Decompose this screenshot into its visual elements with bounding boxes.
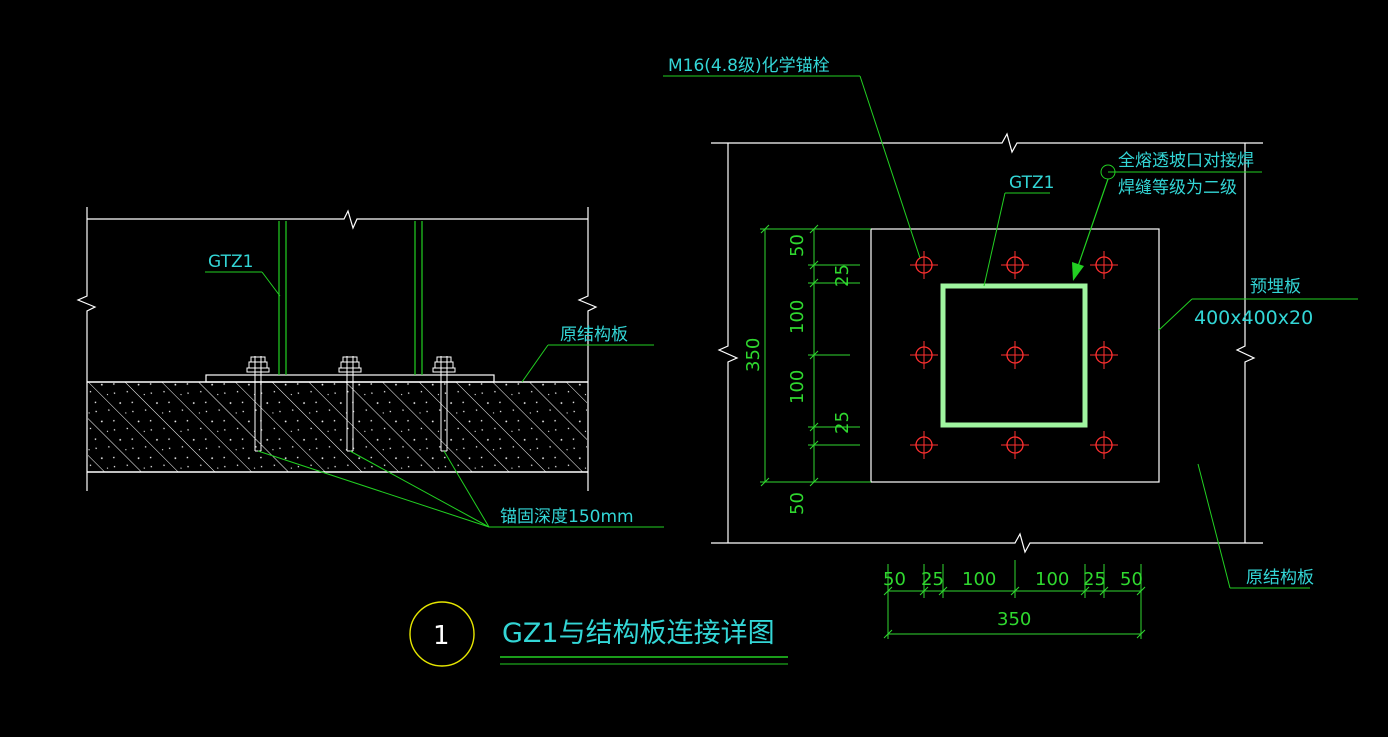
- horizontal-dimensions: [883, 560, 1146, 639]
- bolt-hole: [915, 436, 933, 454]
- title-number: 1: [433, 621, 450, 651]
- bolt-hole: [1095, 436, 1113, 454]
- vdim-50-bottom: 50: [787, 492, 808, 515]
- vdim-25-top: 25: [832, 264, 853, 287]
- hdim-100-left: 100: [962, 569, 996, 590]
- hdim-100-right: 100: [1035, 569, 1069, 590]
- gtz1-leader-plan: [983, 192, 1050, 287]
- plan-right-break: [1235, 143, 1256, 543]
- anchor-bolt-label: M16(4.8级)化学锚栓: [668, 56, 830, 76]
- slab-leader-section: [521, 344, 654, 383]
- bolt-hole: [1006, 436, 1024, 454]
- bolt-hole: [1095, 346, 1113, 364]
- right-break-line: [577, 207, 598, 491]
- gtz1-label-section: GTZ1: [208, 252, 253, 272]
- vertical-dimensions: [760, 224, 871, 487]
- plan-bottom-break: [711, 532, 1263, 554]
- slab-label-section: 原结构板: [560, 325, 628, 345]
- anchor-bolt-leader: [663, 75, 921, 259]
- hdim-50-right: 50: [1120, 569, 1143, 590]
- bolt-holes: [915, 256, 1113, 454]
- gtz1-label-plan: GTZ1: [1009, 173, 1054, 193]
- plate-leader: [1158, 298, 1358, 331]
- gtz1-leader-section: [205, 271, 281, 297]
- bolt-hole: [1006, 256, 1024, 274]
- anchor-depth-label: 锚固深度150mm: [500, 507, 634, 527]
- plate-size-label: 400x400x20: [1194, 307, 1313, 329]
- weld-leader: [1072, 164, 1262, 281]
- hdim-50-left: 50: [883, 569, 906, 590]
- column-gtz1-section: [278, 221, 423, 375]
- vdim-100-bottom: 100: [787, 370, 808, 404]
- plan-view: M16(4.8级)化学锚栓 GTZ1 全熔透坡口对接焊 焊缝等级为二级 预埋板 …: [663, 56, 1358, 639]
- anchor-bolt-1: [246, 356, 270, 452]
- hdim-25-left: 25: [921, 569, 944, 590]
- hdim-total: 350: [997, 609, 1031, 630]
- bolt-hole: [1006, 346, 1024, 364]
- anchor-bolt-2: [338, 356, 362, 452]
- weld-note-line2: 焊缝等级为二级: [1118, 178, 1237, 198]
- bolt-hole: [915, 256, 933, 274]
- vdim-total: 350: [743, 338, 764, 372]
- title-callout-circle: [409, 601, 475, 667]
- embedded-plate-section: [205, 374, 495, 383]
- bolt-hole: [1095, 256, 1113, 274]
- anchor-bolt-3: [432, 356, 456, 452]
- column-gtz1-plan: [940, 283, 1088, 428]
- anchor-depth-leader: [257, 450, 664, 528]
- hdim-25-right: 25: [1083, 569, 1106, 590]
- concrete-slab: [88, 382, 587, 472]
- section-view: GTZ1 原结构板 锚固深度150mm: [76, 207, 664, 528]
- weld-note-line1: 全熔透坡口对接焊: [1118, 151, 1254, 171]
- vdim-50-top: 50: [787, 234, 808, 257]
- bolt-hole: [915, 346, 933, 364]
- vdim-100-top: 100: [787, 300, 808, 334]
- left-break-line: [76, 207, 97, 491]
- centerlines: [910, 251, 1118, 459]
- slab-label-plan: 原结构板: [1246, 568, 1314, 588]
- slab-leader-plan: [1197, 463, 1310, 589]
- plan-left-break: [717, 143, 739, 543]
- title-text: GZ1与结构板连接详图: [502, 618, 775, 649]
- drawing-title-block: 1 GZ1与结构板连接详图: [409, 601, 788, 667]
- vdim-25-bottom: 25: [832, 411, 853, 434]
- embedded-plate-plan: [870, 228, 1160, 483]
- plan-top-break: [711, 132, 1263, 154]
- plate-label: 预埋板: [1250, 277, 1301, 297]
- top-break-line: [87, 209, 588, 230]
